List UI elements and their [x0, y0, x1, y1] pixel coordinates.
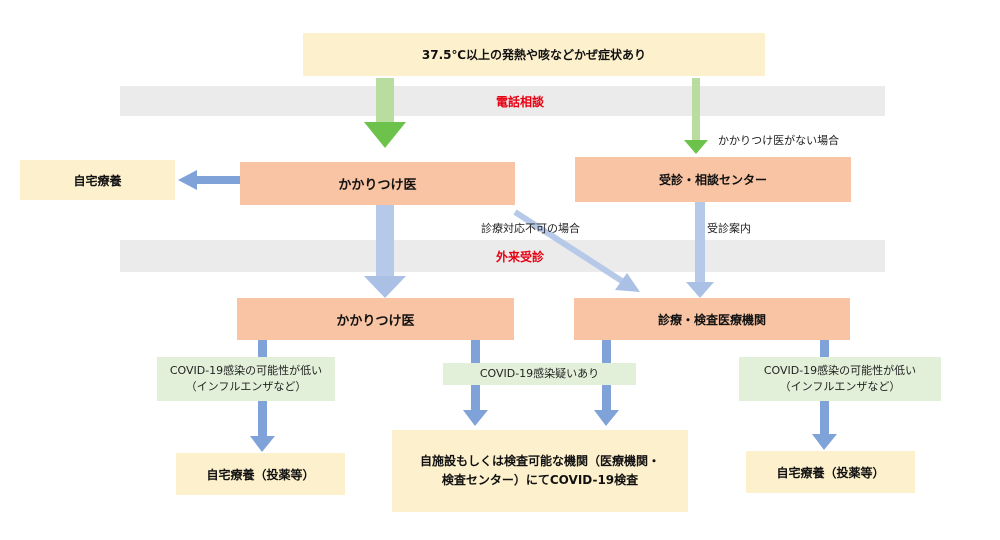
- arrow-family-doctor-down: [364, 204, 406, 298]
- outpatient-band: [120, 240, 885, 272]
- testing-line2: 検査センター）にてCOVID-19検査: [441, 473, 639, 487]
- testing-box: 自施設もしくは検査可能な機関（医療機関・ 検査センター）にてCOVID-19検査: [392, 430, 688, 512]
- phone-consultation-band: [120, 86, 885, 116]
- cannot-examine-note: 診療対応不可の場合: [481, 222, 580, 235]
- home-care-right-box: 自宅療養（投薬等）: [746, 451, 915, 493]
- low-left-line2: （インフルエンザなど）: [185, 380, 307, 393]
- arrow-diagonal-to-exam: [513, 209, 640, 292]
- low-probability-right-label: COVID-19感染の可能性が低い （インフルエンザなど）: [739, 357, 941, 401]
- outpatient-label: 外来受診: [495, 250, 544, 264]
- arrow-top-to-family-doctor: [364, 78, 406, 148]
- low-right-line2: （インフルエンザなど）: [779, 380, 901, 393]
- testing-line1: 自施設もしくは検査可能な機関（医療機関・: [419, 453, 660, 468]
- arrow-consult-center-down: [686, 202, 714, 298]
- arrow-top-to-consult-center: [684, 78, 708, 154]
- home-care-top-box: 自宅療養: [20, 160, 175, 200]
- no-family-doctor-note: かかりつけ医がない場合: [718, 134, 840, 147]
- home-care-left-box: 自宅療養（投薬等）: [176, 453, 345, 495]
- family-doctor-bottom-box: かかりつけ医: [237, 298, 514, 340]
- guidance-note: 受診案内: [707, 222, 751, 235]
- phone-consultation-label: 電話相談: [495, 95, 544, 109]
- suspected-label: COVID-19感染疑いあり: [443, 363, 636, 385]
- arrow-family-doctor-to-home-care: [178, 170, 241, 190]
- consult-center-box: 受診・相談センター: [575, 157, 851, 202]
- symptom-box: 37.5℃以上の発熱や咳などかぜ症状あり: [303, 33, 765, 76]
- exam-institution-box: 診療・検査医療機関: [574, 298, 850, 340]
- family-doctor-top-box: かかりつけ医: [240, 162, 515, 205]
- low-right-line1: COVID-19感染の可能性が低い: [763, 363, 917, 377]
- low-left-line1: COVID-19感染の可能性が低い: [169, 363, 323, 377]
- low-probability-left-label: COVID-19感染の可能性が低い （インフルエンザなど）: [157, 357, 335, 401]
